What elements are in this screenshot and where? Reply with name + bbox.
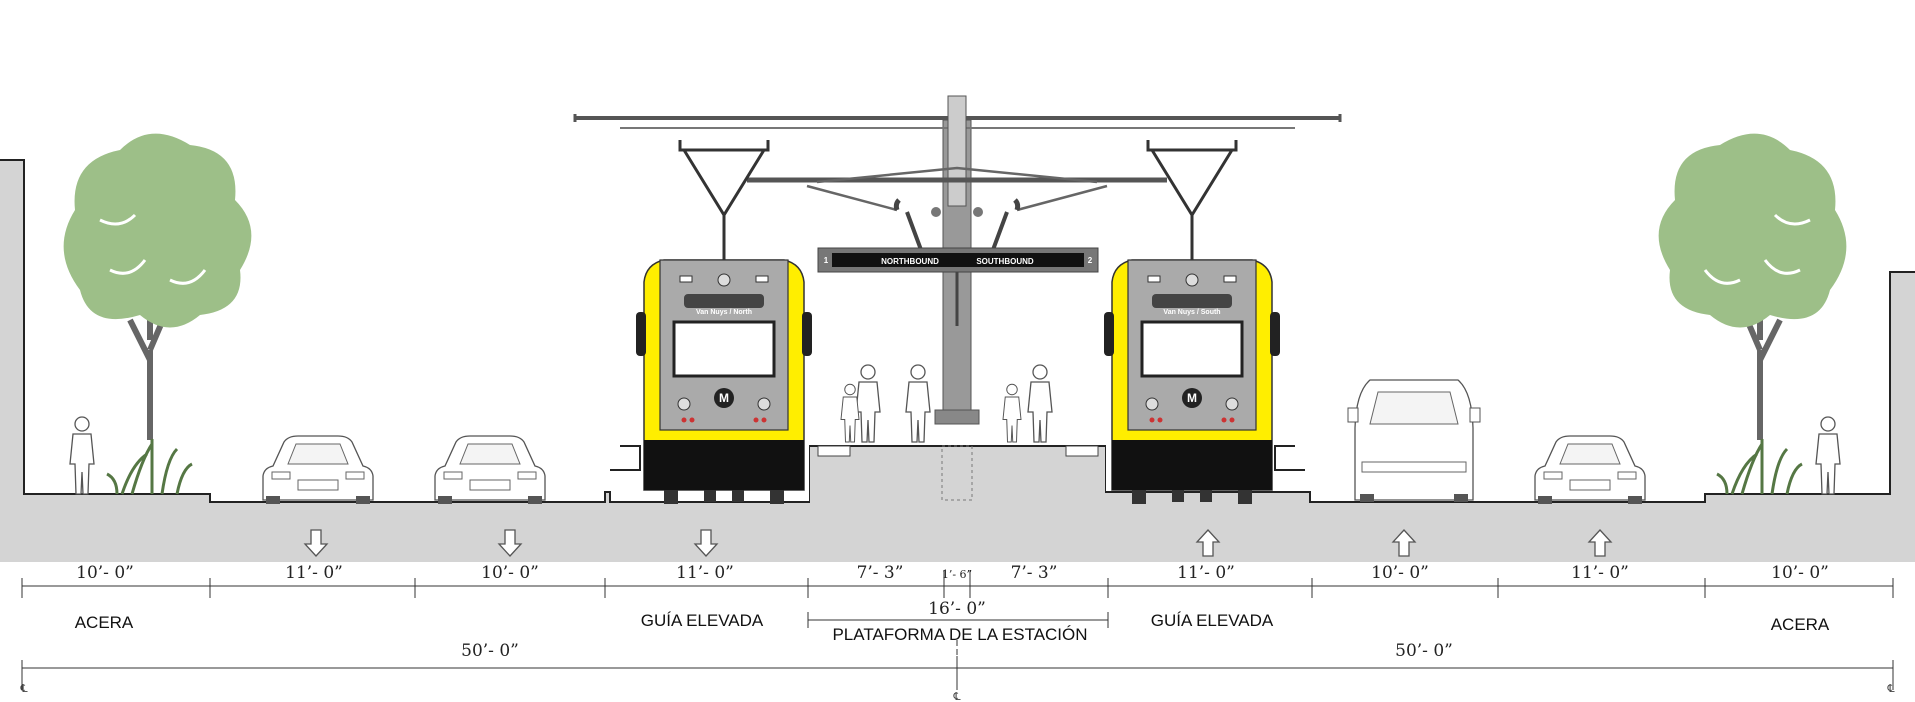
- child-icon: [1002, 383, 1022, 443]
- dim-half-right: 50’- 0”: [1395, 641, 1453, 661]
- train-right-destination: Van Nuys / South: [1163, 309, 1220, 316]
- dim-half-left: 50’- 0”: [461, 641, 519, 661]
- tree-icon: [1659, 134, 1847, 440]
- label-guideway-left: GUÍA ELEVADA: [641, 611, 764, 630]
- metro-logo-left: M: [719, 391, 729, 405]
- dim-column: 1’- 6”: [942, 568, 972, 581]
- person-icon: [905, 364, 931, 443]
- train-left: Van Nuys / North M: [634, 258, 814, 506]
- label-sidewalk-left: ACERA: [75, 613, 134, 632]
- car-icon: [434, 435, 546, 505]
- centerline-mark-right: ℄: [1886, 682, 1894, 695]
- car-icon: [262, 435, 374, 505]
- dim-guideway-left: 11’- 0”: [676, 563, 734, 583]
- centerline-mark-center: ℄: [952, 690, 960, 702]
- pantograph-left: [678, 140, 770, 268]
- pantograph-right: [1146, 140, 1238, 268]
- sign-northbound: NORTHBOUND: [881, 257, 939, 266]
- centerline-mark-left: ℄: [19, 682, 27, 695]
- pedestrian-icon: [69, 416, 95, 495]
- dim-guideway-right: 11’- 0”: [1177, 563, 1235, 583]
- dim-platform-left: 7’- 3”: [857, 563, 904, 583]
- dim-platform-right: 7’- 3”: [1011, 563, 1058, 583]
- shrub-icon: [1715, 437, 1804, 496]
- label-guideway-right: GUÍA ELEVADA: [1151, 611, 1274, 630]
- station-sign: 1 NORTHBOUND SOUTHBOUND 2: [817, 247, 1099, 273]
- sign-southbound: SOUTHBOUND: [976, 257, 1034, 266]
- dim-lane-4: 11’- 0”: [1571, 563, 1629, 583]
- train-right: Van Nuys / South M: [1102, 258, 1282, 506]
- dim-lane-3: 10’- 0”: [1371, 563, 1429, 583]
- dim-sidewalk-right: 10’- 0”: [1771, 563, 1829, 583]
- train-left-destination: Van Nuys / North: [696, 309, 752, 316]
- label-platform: PLATAFORMA DE LA ESTACIÓN: [832, 625, 1087, 644]
- dim-lane-2: 10’- 0”: [481, 563, 539, 583]
- dim-platform-total: 16’- 0”: [928, 599, 986, 619]
- car-icon: [1534, 435, 1646, 505]
- label-sidewalk-right: ACERA: [1771, 615, 1830, 634]
- person-icon: [855, 364, 881, 443]
- dim-lane-1: 11’- 0”: [285, 563, 343, 583]
- station-platform: [810, 446, 1105, 506]
- sign-number-left: 1: [824, 256, 829, 265]
- dim-sidewalk-left: 10’- 0”: [76, 563, 134, 583]
- shrub-icon: [105, 437, 194, 496]
- pedestrian-icon: [1815, 416, 1841, 495]
- sign-number-right: 2: [1088, 256, 1093, 265]
- metro-logo-right: M: [1187, 391, 1197, 405]
- child-icon: [840, 383, 860, 443]
- dimension-lines: [21, 570, 1894, 690]
- tree-icon: [64, 134, 252, 440]
- van-icon: [1347, 379, 1481, 502]
- person-icon: [1027, 364, 1053, 443]
